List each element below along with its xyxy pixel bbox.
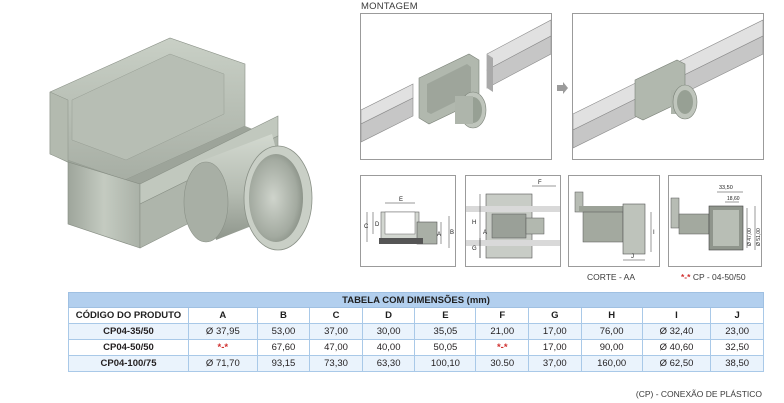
detail-view-side: E C D A B (360, 175, 456, 267)
dim-label-f: F (538, 180, 542, 186)
table-header-b: B (256, 307, 311, 324)
dimension-cell: 100,10 (414, 355, 477, 372)
dimension-cell: Ø 32,40 (641, 323, 712, 340)
dimension-cell: Ø 40,60 (641, 339, 712, 356)
dim-label-b: B (450, 230, 454, 236)
cp-caption-text: CP - 04-50/50 (692, 272, 746, 282)
detail-view-cp: 33,50 18,60 Ø 47,00 Ø 51,00 (668, 175, 762, 267)
table-header-a: A (188, 307, 258, 324)
dim-label-a: A (437, 232, 441, 238)
dimension-cell: 32,50 (710, 339, 764, 356)
dim-label-inner: 18,60 (727, 196, 740, 202)
dimension-cell: 76,00 (580, 323, 643, 340)
product-code-cell: CP04-50/50 (68, 339, 189, 356)
dimension-cell: *-* (188, 339, 258, 356)
dimension-cell: 37,00 (528, 355, 582, 372)
dimension-cell: 67,60 (256, 339, 311, 356)
dimension-cell: Ø 37,95 (188, 323, 258, 340)
dimension-cell: 40,00 (361, 339, 416, 356)
detail-view-top: F H A G (465, 175, 561, 267)
dim-label-i: I (653, 230, 655, 236)
dim-label-j: J (631, 254, 634, 260)
table-header-f: F (475, 307, 530, 324)
assembly-view-mounted (572, 13, 764, 160)
footnote: (CP) - CONEXÃO DE PLÁSTICO (635, 389, 762, 399)
mounted-assembly-drawing (573, 19, 763, 149)
dimension-cell: 93,15 (256, 355, 311, 372)
dim-label-diam-47: Ø 47,00 (747, 228, 753, 246)
section-caption: CORTE - AA (587, 272, 636, 282)
product-code-cell: CP04-100/75 (68, 355, 189, 372)
dimension-cell: 38,50 (710, 355, 764, 372)
dim-label-diam-51: Ø 51,00 (756, 228, 762, 246)
dimension-cell: Ø 71,70 (188, 355, 258, 372)
dimension-cell: 21,00 (475, 323, 530, 340)
dimensions-table: TABELA COM DIMENSÕES (mm) CÓDIGO DO PROD… (68, 292, 764, 372)
table-header-d: D (361, 307, 416, 324)
detail-view-section: I J (568, 175, 660, 267)
dim-label-width: 33,50 (719, 185, 733, 191)
dimension-cell: 47,00 (309, 339, 363, 356)
section-view-drawing: I J (574, 191, 655, 261)
table-header-code: CÓDIGO DO PRODUTO (68, 307, 189, 324)
table-title: TABELA COM DIMENSÕES (mm) (68, 292, 764, 308)
assembly-view-exploded (360, 13, 552, 160)
dimension-cell: *-* (475, 339, 530, 356)
arrow-right-icon (557, 82, 568, 94)
dimension-cell: 30.50 (475, 355, 530, 372)
dimension-cell: 90,00 (580, 339, 643, 356)
cp-marker: *-* (681, 272, 691, 282)
table-header-h: H (580, 307, 643, 324)
dim-label-g: G (472, 246, 477, 252)
dim-label-d: D (375, 222, 380, 228)
product-code-cell: CP04-35/50 (68, 323, 189, 340)
montagem-title: MONTAGEM (361, 1, 418, 12)
dimension-cell: 53,00 (256, 323, 311, 340)
dimension-cell: 50,05 (414, 339, 477, 356)
dimension-cell: 73,30 (309, 355, 363, 372)
top-view-drawing: F H A G (466, 180, 560, 259)
table-header-g: G (528, 307, 582, 324)
dim-label-h: H (472, 220, 476, 226)
dimension-cell: 35,05 (414, 323, 477, 340)
dim-label-a2: A (483, 230, 487, 236)
dimension-cell: 63,30 (361, 355, 416, 372)
exploded-assembly-drawing (361, 19, 551, 143)
product-render (49, 37, 313, 251)
dimension-cell: 37,00 (309, 323, 363, 340)
cp-caption: *-* CP - 04-50/50 (681, 272, 746, 282)
dimension-cell: Ø 62,50 (641, 355, 712, 372)
dimension-cell: 30,00 (361, 323, 416, 340)
dimension-cell: 160,00 (580, 355, 643, 372)
dim-label-e: E (399, 197, 403, 203)
table-header-j: J (710, 307, 764, 324)
dimension-cell: 17,00 (528, 339, 582, 356)
table-header-c: C (309, 307, 363, 324)
table-header-e: E (414, 307, 477, 324)
dim-label-c: C (364, 224, 369, 230)
table-header-i: I (641, 307, 712, 324)
side-view-drawing: E C D A B (364, 197, 454, 248)
cp-view-drawing: 33,50 18,60 Ø 47,00 Ø 51,00 (670, 185, 762, 251)
dimension-cell: 17,00 (528, 323, 582, 340)
dimensions-table-wrap: TABELA COM DIMENSÕES (mm) CÓDIGO DO PROD… (68, 292, 764, 372)
dimension-cell: 23,00 (710, 323, 764, 340)
